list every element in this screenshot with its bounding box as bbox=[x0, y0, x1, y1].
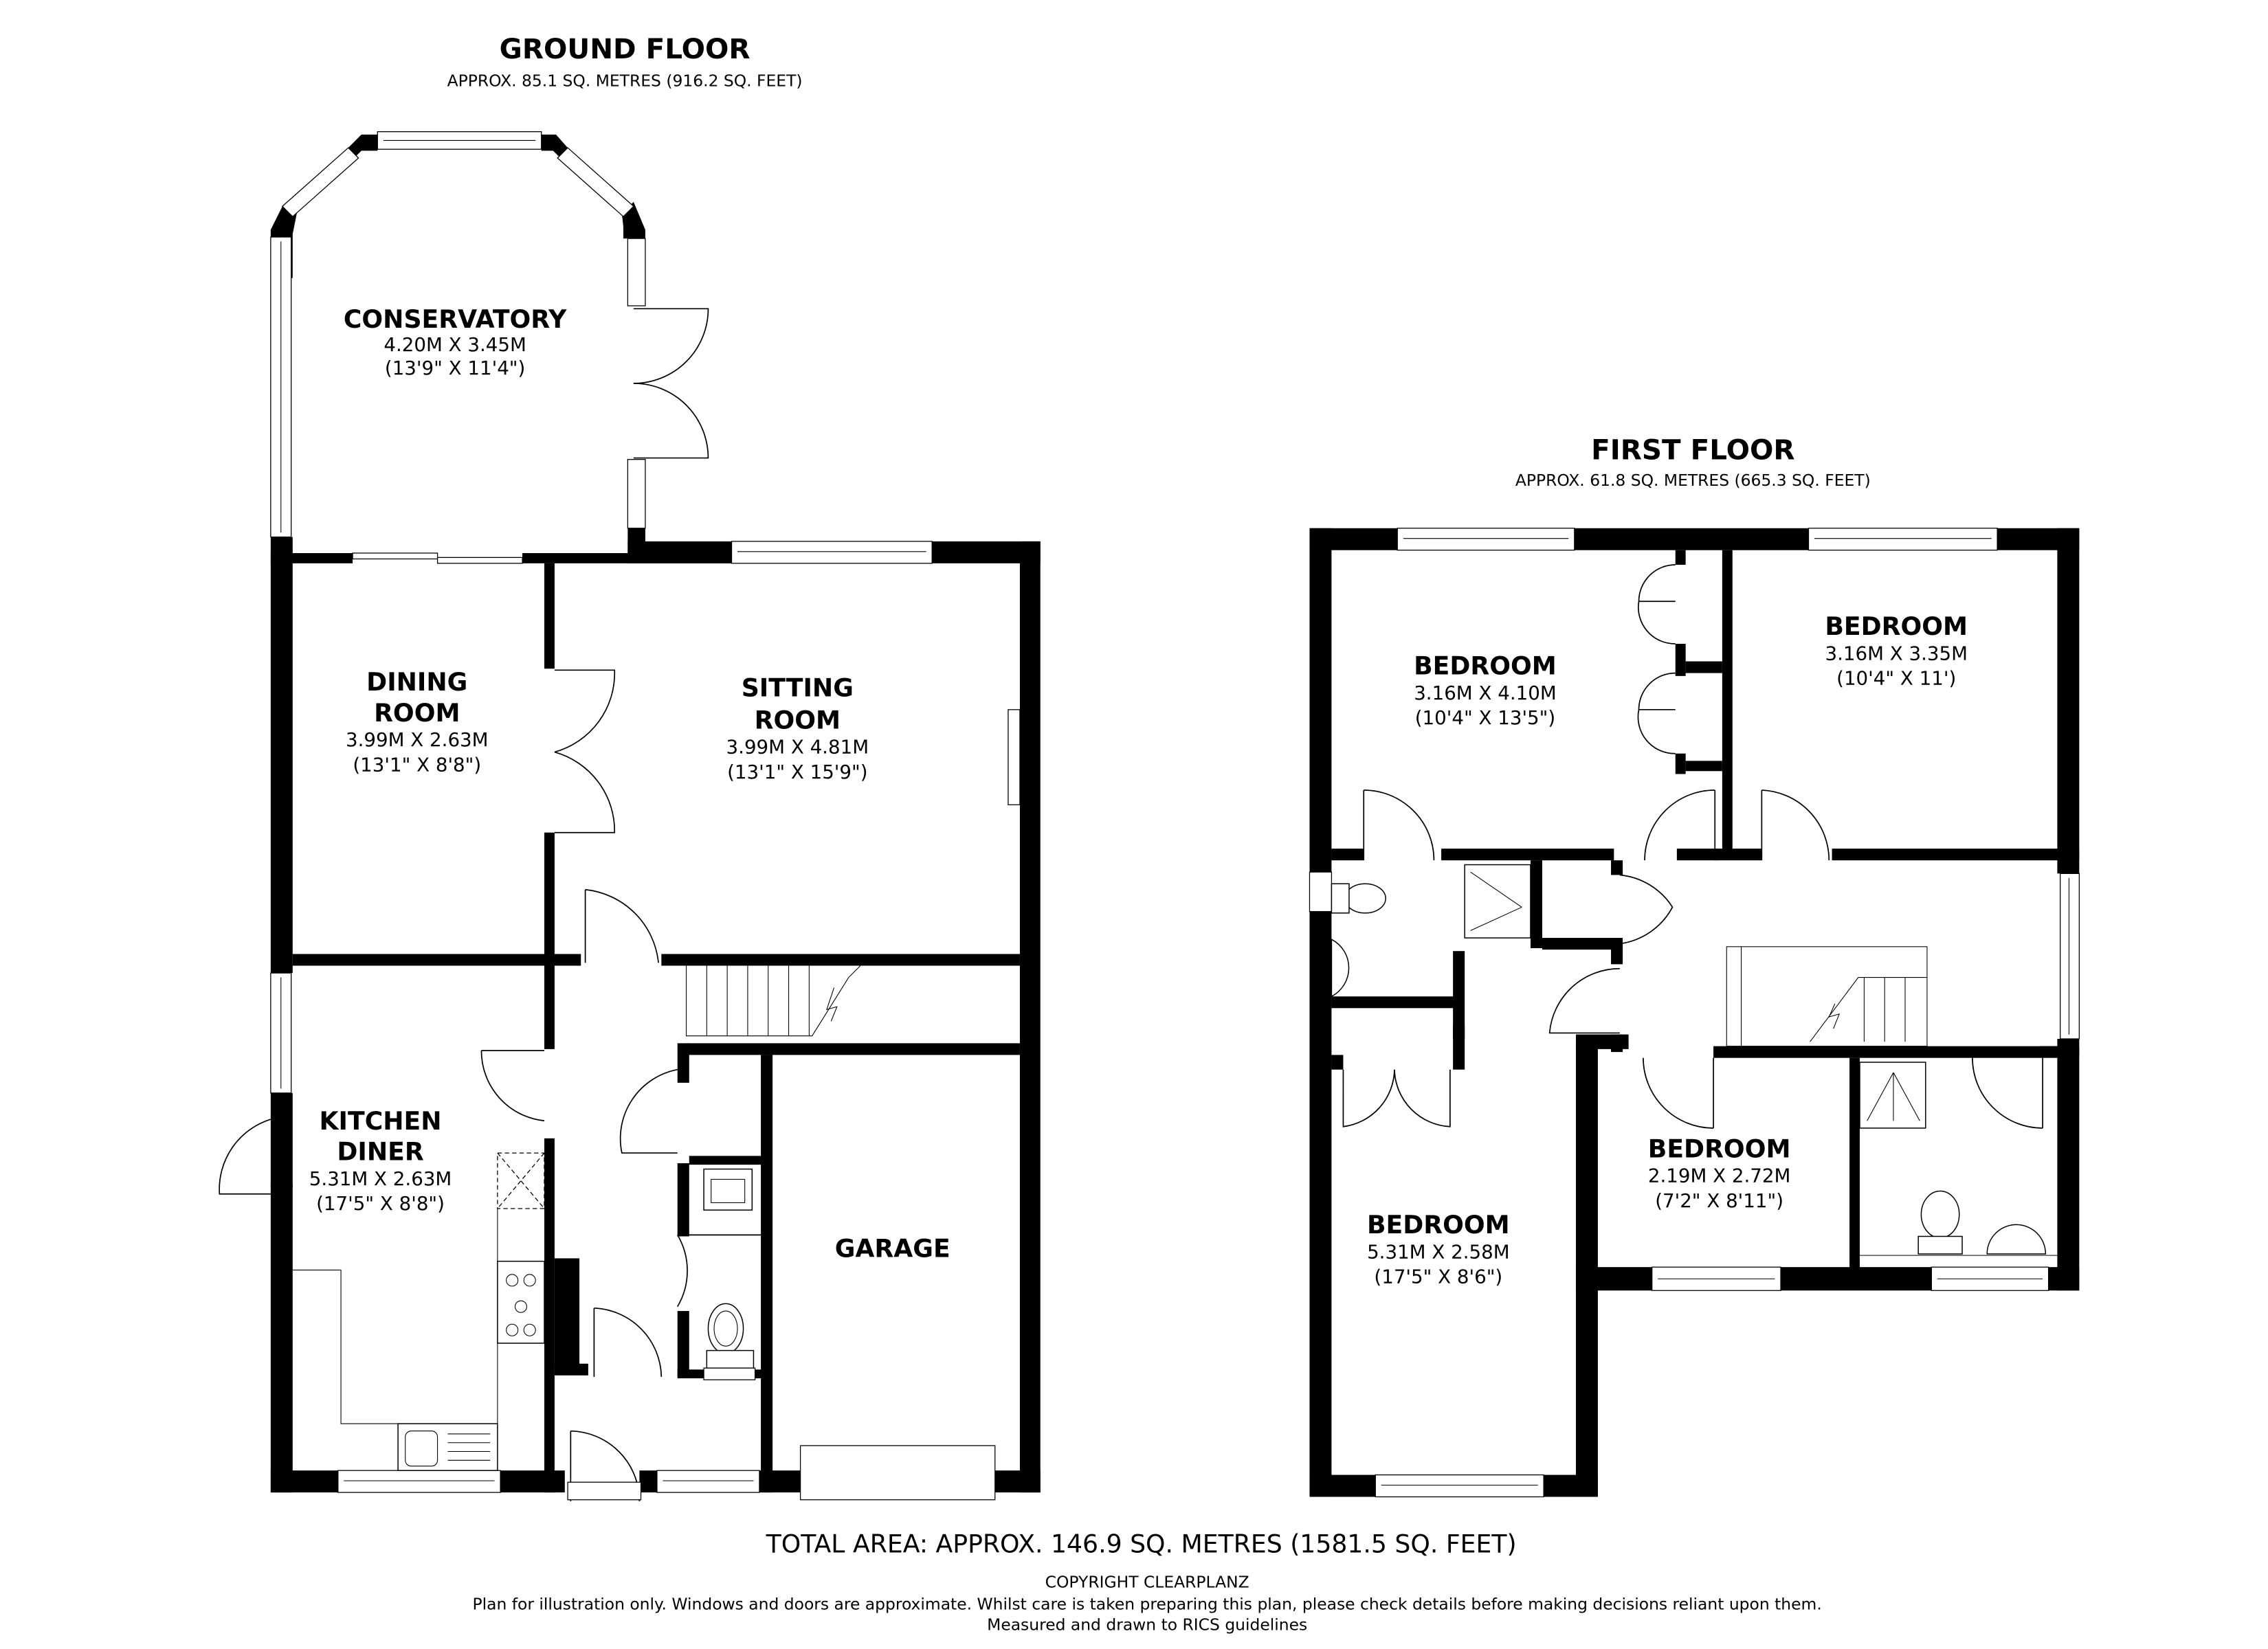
svg-text:3.16M X 3.35M: 3.16M X 3.35M bbox=[1825, 642, 1968, 664]
window bbox=[337, 1470, 501, 1493]
svg-text:KITCHEN: KITCHEN bbox=[320, 1106, 442, 1136]
room-label-bedroom-2: BEDROOM 3.16M X 3.35M (10'4" X 11') bbox=[1825, 612, 1968, 689]
basin-icon bbox=[1986, 1224, 2047, 1255]
svg-text:5.31M X 2.58M: 5.31M X 2.58M bbox=[1367, 1240, 1510, 1263]
fridge-icon bbox=[497, 1152, 545, 1209]
disclaimer: Plan for illustration only. Windows and … bbox=[473, 1594, 1822, 1613]
svg-text:3.99M X 2.63M: 3.99M X 2.63M bbox=[346, 728, 489, 751]
sliding-door bbox=[352, 552, 438, 560]
svg-text:(10'4" X 13'5"): (10'4" X 13'5") bbox=[1415, 706, 1555, 729]
room-label-conservatory: CONSERVATORY 4.20M X 3.45M (13'9" X 11'4… bbox=[344, 304, 567, 379]
window bbox=[1808, 528, 1998, 551]
window bbox=[2060, 873, 2080, 1040]
room-label-garage: GARAGE bbox=[835, 1233, 950, 1263]
room-label-bedroom-3: BEDROOM 5.31M X 2.58M (17'5" X 8'6") bbox=[1367, 1210, 1510, 1288]
ground-floor-plan: CONSERVATORY 4.20M X 3.45M (13'9" X 11'4… bbox=[219, 131, 1041, 1501]
svg-text:3.99M X 4.81M: 3.99M X 4.81M bbox=[726, 736, 869, 759]
conservatory-walls bbox=[270, 131, 709, 555]
svg-text:5.31M X 2.63M: 5.31M X 2.63M bbox=[309, 1167, 452, 1190]
window bbox=[1375, 1474, 1544, 1498]
shower-icon bbox=[1859, 1062, 1926, 1129]
svg-text:(7'2" X 8'11"): (7'2" X 8'11") bbox=[1655, 1189, 1783, 1212]
svg-text:BEDROOM: BEDROOM bbox=[1414, 651, 1557, 681]
ground-floor-title: GROUND FLOOR bbox=[500, 32, 751, 65]
first-floor-area: APPROX. 61.8 SQ. METRES (665.3 SQ. FEET) bbox=[1515, 471, 1871, 490]
room-label-kitchen-diner: KITCHEN DINER 5.31M X 2.63M (17'5" X 8'8… bbox=[309, 1106, 452, 1215]
window bbox=[656, 1470, 760, 1493]
room-label-sitting-room: SITTING ROOM 3.99M X 4.81M (13'1" X 15'9… bbox=[726, 673, 869, 783]
ground-floor-outer-walls bbox=[270, 537, 1041, 1493]
garage-door bbox=[799, 1445, 996, 1501]
window bbox=[731, 541, 933, 564]
shower-icon bbox=[1464, 864, 1531, 939]
ground-floor-area: APPROX. 85.1 SQ. METRES (916.2 SQ. FEET) bbox=[447, 71, 803, 91]
svg-text:(13'1" X 15'9"): (13'1" X 15'9") bbox=[727, 761, 867, 783]
window bbox=[1397, 528, 1575, 551]
svg-text:2.19M X 2.72M: 2.19M X 2.72M bbox=[1648, 1165, 1791, 1187]
first-floor-stairs bbox=[1726, 946, 1928, 1047]
svg-text:ROOM: ROOM bbox=[374, 698, 460, 728]
svg-text:BEDROOM: BEDROOM bbox=[1367, 1210, 1510, 1239]
window bbox=[1309, 871, 1333, 912]
basin-icon bbox=[703, 1168, 753, 1211]
fireplace bbox=[1008, 709, 1021, 805]
first-floor-title: FIRST FLOOR bbox=[1591, 434, 1794, 467]
svg-text:(13'9" X 11'4"): (13'9" X 11'4") bbox=[385, 357, 525, 379]
room-label-bedroom-4: BEDROOM 2.19M X 2.72M (7'2" X 8'11") bbox=[1648, 1134, 1791, 1211]
sliding-door bbox=[436, 557, 523, 564]
svg-text:3.16M X 4.10M: 3.16M X 4.10M bbox=[1414, 682, 1557, 704]
svg-text:BEDROOM: BEDROOM bbox=[1648, 1134, 1791, 1163]
wc-fixtures bbox=[703, 1168, 756, 1380]
svg-text:DINER: DINER bbox=[337, 1137, 423, 1167]
first-floor-plan: BEDROOM 3.16M X 4.10M (10'4" X 13'5") BE… bbox=[1309, 528, 2080, 1498]
svg-text:ROOM: ROOM bbox=[755, 706, 841, 735]
svg-text:BEDROOM: BEDROOM bbox=[1825, 612, 1968, 641]
toilet-icon bbox=[1344, 883, 1386, 914]
total-area: TOTAL AREA: APPROX. 146.9 SQ. METRES (15… bbox=[766, 1529, 1517, 1558]
svg-text:4.20M X 3.45M: 4.20M X 3.45M bbox=[383, 333, 526, 356]
room-label-bedroom-1: BEDROOM 3.16M X 4.10M (10'4" X 13'5") bbox=[1414, 651, 1557, 729]
guidelines-note: Measured and drawn to RICS guidelines bbox=[987, 1615, 1307, 1634]
bathroom-fixtures bbox=[1331, 864, 2058, 1256]
basin-icon bbox=[1331, 938, 1350, 998]
room-label-dining-room: DINING ROOM 3.99M X 2.63M (13'1" X 8'8") bbox=[346, 667, 489, 776]
kitchen-fixtures bbox=[292, 1152, 545, 1471]
svg-text:SITTING: SITTING bbox=[742, 673, 854, 703]
sink-icon bbox=[397, 1423, 498, 1471]
ground-floor-stairs bbox=[685, 965, 861, 1037]
svg-text:GARAGE: GARAGE bbox=[835, 1233, 950, 1263]
ground-floor-interior-walls bbox=[292, 563, 1020, 1493]
copyright: COPYRIGHT CLEARPLANZ bbox=[1045, 1573, 1249, 1592]
svg-text:(13'1" X 8'8"): (13'1" X 8'8") bbox=[353, 753, 481, 776]
svg-text:CONSERVATORY: CONSERVATORY bbox=[344, 304, 567, 334]
svg-text:DINING: DINING bbox=[366, 667, 467, 697]
svg-text:(10'4" X 11'): (10'4" X 11') bbox=[1836, 667, 1956, 690]
svg-text:(17'5" X 8'6"): (17'5" X 8'6") bbox=[1374, 1266, 1502, 1288]
svg-text:(17'5" X 8'8"): (17'5" X 8'8") bbox=[316, 1192, 445, 1215]
hob-icon bbox=[497, 1260, 545, 1344]
ground-floor-doors bbox=[219, 669, 761, 1501]
toilet-icon bbox=[1920, 1190, 1960, 1239]
